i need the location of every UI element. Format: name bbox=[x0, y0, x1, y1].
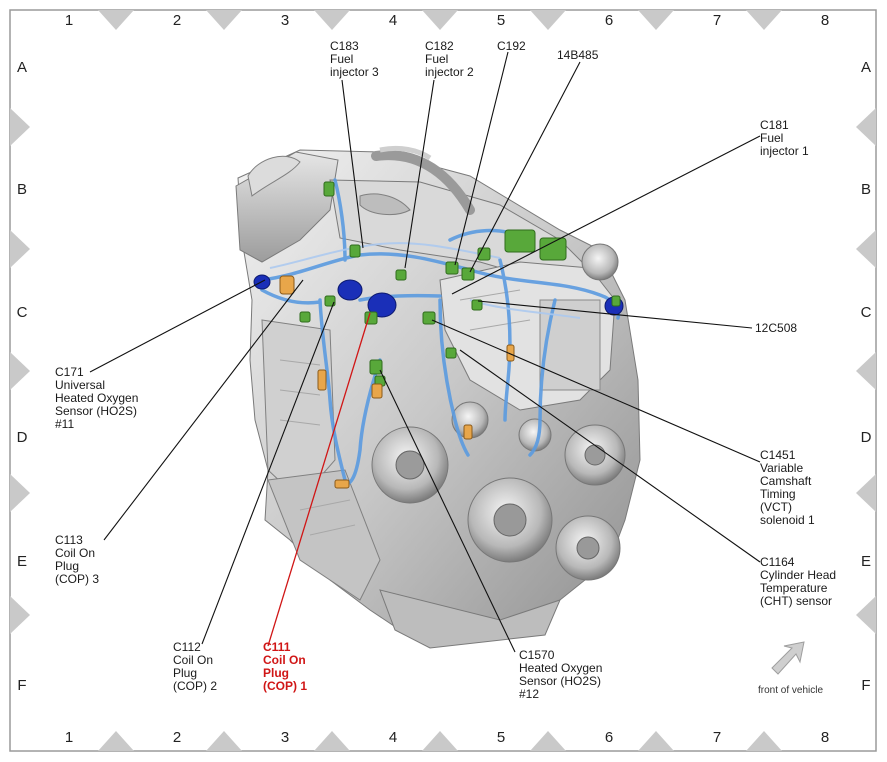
grid-col-6: 6 bbox=[604, 729, 614, 746]
grid-row-d: D bbox=[16, 429, 28, 446]
callout-c181: C181 Fuel injector 1 bbox=[760, 118, 809, 158]
grid-col-3: 3 bbox=[280, 729, 290, 746]
engine-illustration bbox=[235, 145, 641, 649]
grid-row-d: D bbox=[860, 429, 872, 446]
grid-col-4: 4 bbox=[388, 12, 398, 29]
grid-col-1: 1 bbox=[64, 12, 74, 29]
grid-row-a: A bbox=[16, 59, 27, 76]
leader-lines bbox=[89, 51, 761, 653]
grid-col-2: 2 bbox=[172, 12, 182, 29]
green-connectors bbox=[299, 181, 621, 387]
front-of-vehicle-arrow bbox=[771, 641, 805, 675]
grid-col-5: 5 bbox=[496, 12, 506, 29]
grid-col-8: 8 bbox=[820, 12, 830, 29]
grid-row-b: B bbox=[860, 181, 871, 198]
callout-c1164: C1164 Cylinder Head Temperature (CHT) se… bbox=[760, 555, 837, 608]
grid-row-f: F bbox=[861, 677, 871, 694]
grid-col-7: 7 bbox=[712, 12, 722, 29]
grid-row-e: E bbox=[16, 553, 27, 570]
grid-col-1: 1 bbox=[64, 729, 74, 746]
grid-col-7: 7 bbox=[712, 729, 722, 746]
grid-row-c: C bbox=[860, 304, 872, 321]
grid-col-6: 6 bbox=[604, 12, 614, 29]
grid-col-8: 8 bbox=[820, 729, 830, 746]
front-of-vehicle-label: front of vehicle bbox=[758, 685, 824, 696]
grid-row-c: C bbox=[16, 304, 28, 321]
grid-col-3: 3 bbox=[280, 12, 290, 29]
grid-row-b: B bbox=[16, 181, 27, 198]
callout-c1570: C1570 Heated Oxygen Sensor (HO2S) #12 bbox=[519, 648, 603, 701]
leader-line-c111 bbox=[267, 312, 371, 647]
grid-col-4: 4 bbox=[388, 729, 398, 746]
callout-14b485: 14B485 bbox=[557, 48, 599, 62]
callout-c112: C112 Coil On Plug (COP) 2 bbox=[173, 640, 218, 693]
callout-12c508: 12C508 bbox=[755, 321, 798, 335]
grid-row-e: E bbox=[860, 553, 871, 570]
callout-c1451: C1451 Variable Camshaft Timing (VCT) sol… bbox=[760, 448, 815, 527]
grid-col-5: 5 bbox=[496, 729, 506, 746]
sensors bbox=[279, 275, 515, 489]
callout-c113: C113 Coil On Plug (COP) 3 bbox=[55, 533, 100, 586]
grid-row-a: A bbox=[860, 59, 871, 76]
grid-col-2: 2 bbox=[172, 729, 182, 746]
callout-c182: C182 Fuel injector 2 bbox=[425, 39, 474, 79]
callout-c111: C111 Coil On Plug (COP) 1 bbox=[263, 640, 308, 693]
callout-c183: C183 Fuel injector 3 bbox=[330, 39, 379, 79]
callout-c171: C171 Universal Heated Oxygen Sensor (HO2… bbox=[55, 365, 139, 431]
grid-markers bbox=[10, 10, 876, 751]
grid-row-f: F bbox=[17, 677, 27, 694]
callout-c192: C192 bbox=[497, 39, 526, 53]
